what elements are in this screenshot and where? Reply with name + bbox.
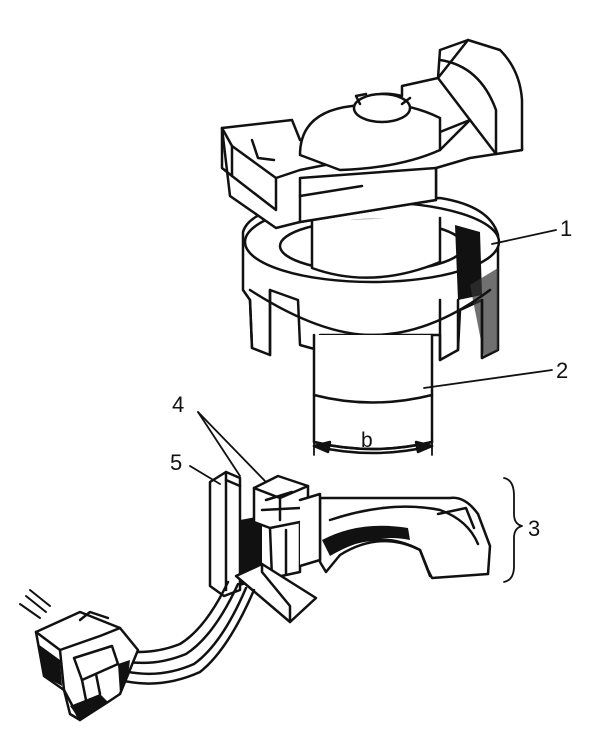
part-1-rotor <box>220 38 524 362</box>
callout-4: 4 <box>172 392 185 417</box>
leader-lines <box>189 229 557 485</box>
part-4-sensor-block <box>208 470 322 598</box>
part-2-sleeve <box>312 333 434 451</box>
part-5-connector <box>19 562 318 722</box>
part-3-brace <box>503 477 523 583</box>
callout-1: 1 <box>560 216 573 241</box>
dimension-b-arrows <box>312 429 434 456</box>
part-3-base-plate <box>318 496 492 580</box>
callout-5: 5 <box>170 450 183 475</box>
dimension-b-label: b <box>361 429 373 452</box>
callout-3: 3 <box>528 516 541 541</box>
callout-2: 2 <box>556 358 569 383</box>
